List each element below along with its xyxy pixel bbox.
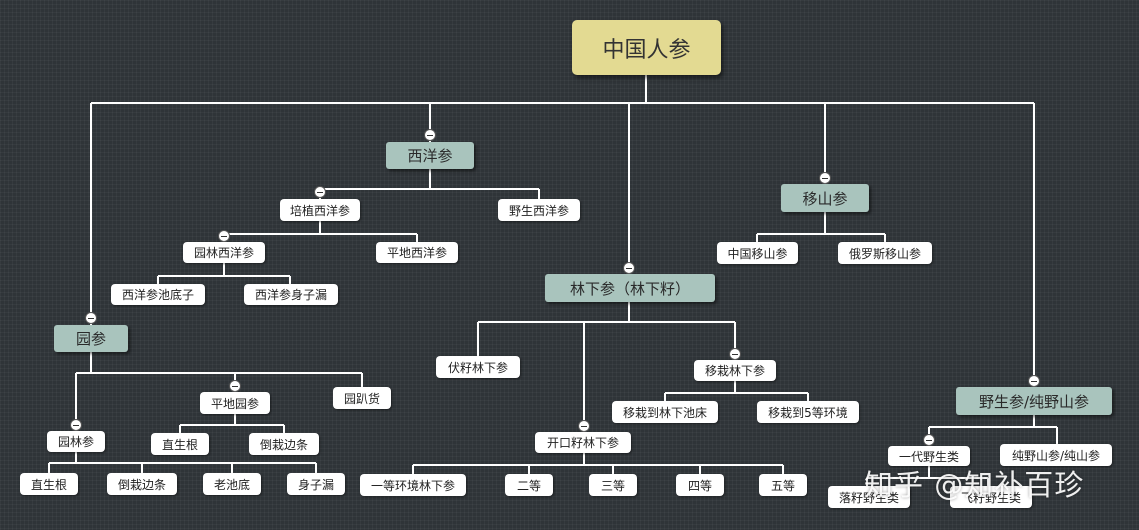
category-yuan[interactable]: 园参 [54,325,128,352]
node-laochidi[interactable]: 老池底 [203,473,261,495]
node-yesheng-xiyang[interactable]: 野生西洋参 [498,199,580,221]
category-yesheng[interactable]: 野生参/纯野山参 [956,387,1112,415]
node-zhongguo-yishan[interactable]: 中国移山参 [717,242,798,264]
node-fuzi-linxia[interactable]: 伏籽林下参 [436,356,520,378]
collapse-toggle-icon[interactable] [623,262,635,274]
node-pingdi-yuan[interactable]: 平地园参 [200,392,270,414]
node-daozai-lower[interactable]: 倒栽边条 [107,473,177,495]
node-chunye[interactable]: 纯野山参/纯山参 [1000,444,1112,466]
collapse-toggle-icon[interactable] [1028,375,1040,387]
node-grade-5[interactable]: 五等 [759,474,807,496]
collapse-toggle-icon[interactable] [819,172,831,184]
node-grade-1[interactable]: 一等环境林下参 [360,474,466,496]
watermark: 知乎 @知补百珍 [864,468,1085,502]
node-yizai-linxia[interactable]: 移栽林下参 [694,360,776,381]
node-yidai-yesheng[interactable]: 一代野生类 [888,446,970,466]
root-node[interactable]: 中国人参 [572,20,721,75]
category-linxia[interactable]: 林下参（林下籽） [545,274,715,302]
node-zhishenggen-upper[interactable]: 直生根 [151,433,209,455]
category-xiyang[interactable]: 西洋参 [386,142,474,169]
collapse-toggle-icon[interactable] [85,312,97,324]
node-pingdi-xiyang[interactable]: 平地西洋参 [376,242,458,263]
collapse-toggle-icon[interactable] [729,348,741,360]
collapse-toggle-icon[interactable] [578,420,590,432]
node-shenzilou-xiyang[interactable]: 西洋参身子漏 [244,284,338,305]
collapse-toggle-icon[interactable] [229,380,241,392]
node-kaikou-linxia[interactable]: 开口籽林下参 [535,432,631,453]
collapse-toggle-icon[interactable] [314,186,326,198]
node-chizizi-xiyang[interactable]: 西洋参池底子 [111,284,205,305]
node-eluosi-yishan[interactable]: 俄罗斯移山参 [838,242,932,264]
node-grade-3[interactable]: 三等 [589,474,637,496]
collapse-toggle-icon[interactable] [70,419,82,431]
node-peizhi-xiyang[interactable]: 培植西洋参 [280,199,360,221]
node-feizi-yesheng[interactable]: 飞籽野生类 [950,486,1032,508]
node-shenzilou-yuan[interactable]: 身子漏 [287,473,345,495]
collapse-toggle-icon[interactable] [923,434,935,446]
collapse-toggle-icon[interactable] [424,129,436,141]
node-zhishenggen-lower[interactable]: 直生根 [20,473,78,495]
node-yizai-5deng[interactable]: 移栽到5等环境 [757,401,859,423]
node-daozai-upper[interactable]: 倒栽边条 [249,433,319,455]
collapse-toggle-icon[interactable] [218,230,230,242]
node-yuanlin-xiyang[interactable]: 园林西洋参 [183,242,265,263]
node-yuanlin-yuan[interactable]: 园林参 [47,431,105,452]
node-yizai-chichuang[interactable]: 移栽到林下池床 [612,401,718,423]
node-grade-4[interactable]: 四等 [676,474,724,496]
category-yishan[interactable]: 移山参 [781,184,869,212]
node-yuanbahuo[interactable]: 园趴货 [333,387,391,409]
node-luozi-yesheng[interactable]: 落籽野生类 [828,486,910,508]
node-grade-2[interactable]: 二等 [505,474,553,496]
